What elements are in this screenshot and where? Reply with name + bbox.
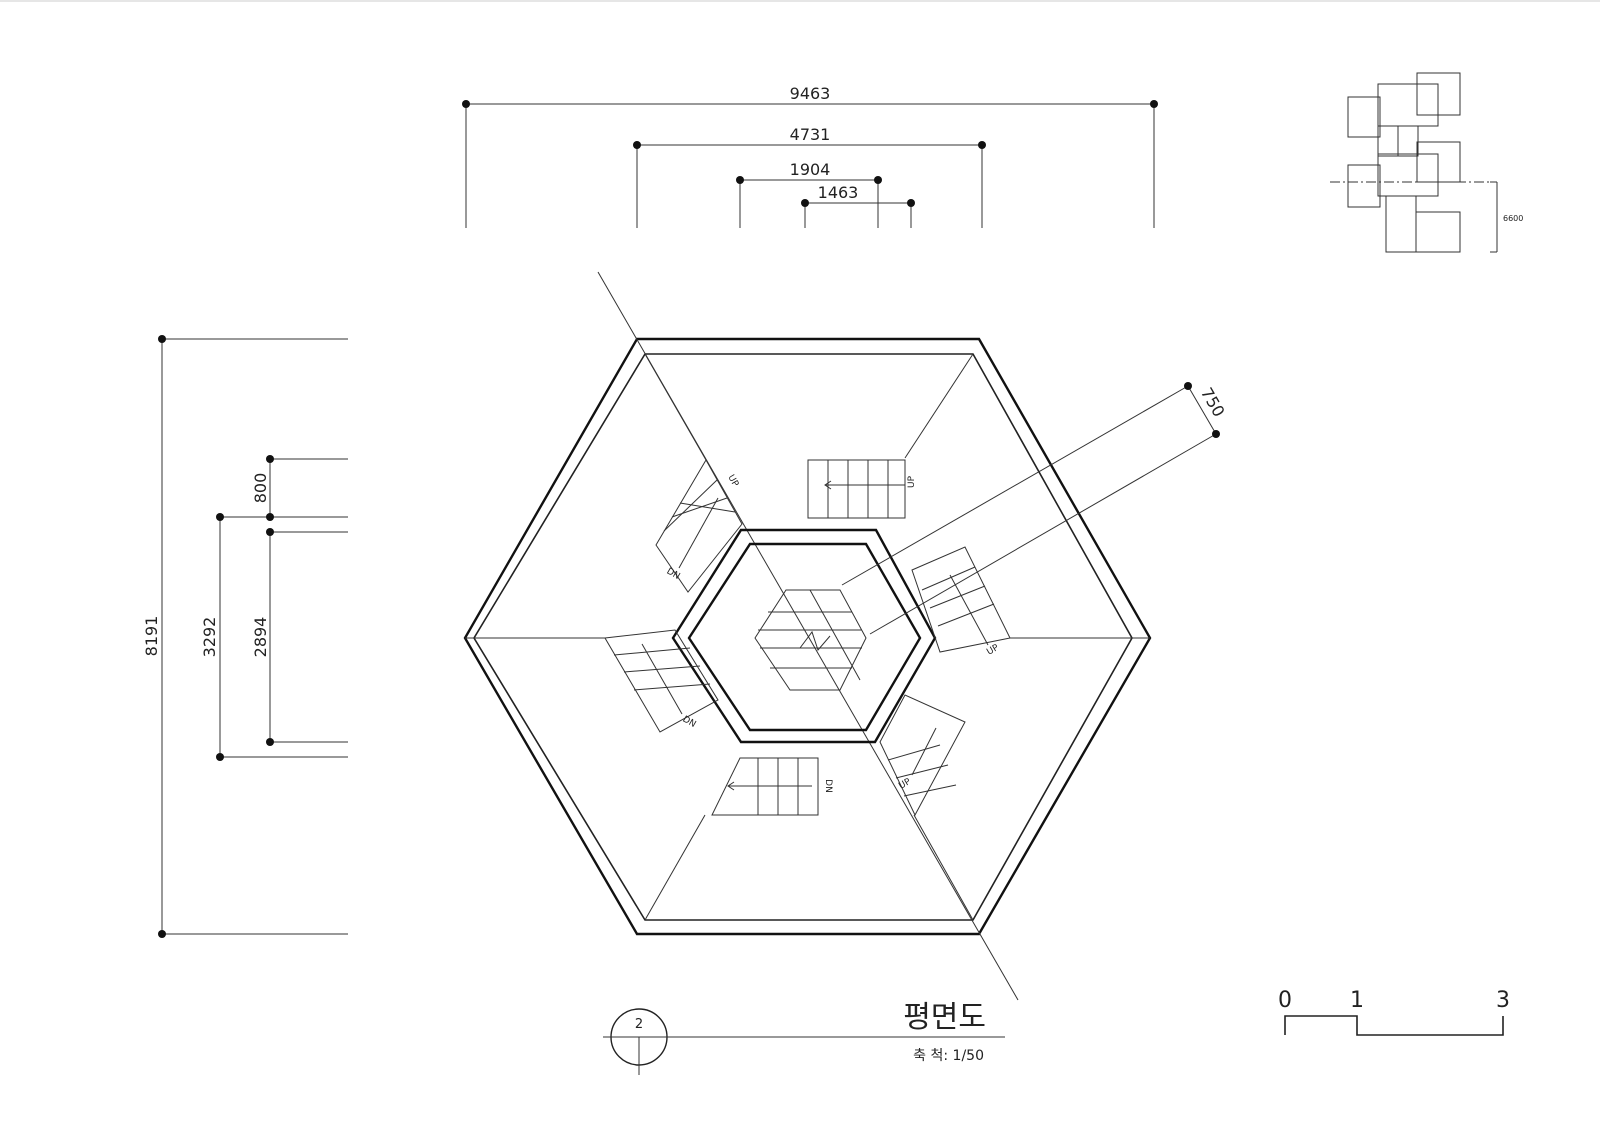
dimension-text: 1463 bbox=[818, 183, 859, 202]
dimension-4731: 4731 bbox=[633, 125, 986, 228]
stair-right: UP bbox=[911, 546, 1011, 658]
outer-hexagon-wall bbox=[463, 337, 1152, 936]
key-plan-dimension: 6600 bbox=[1503, 214, 1523, 223]
key-plan: 6600 bbox=[1330, 72, 1523, 253]
stair-arrow-line bbox=[911, 727, 937, 776]
stair-upper-left: UP DN bbox=[655, 458, 743, 593]
drawing-scale: 축 척: 1/50 bbox=[913, 1048, 984, 1064]
title-block: 2 평면도 축 척: 1/50 bbox=[603, 1000, 1005, 1075]
hexagon-plan: UP UP DN UP DN bbox=[463, 271, 1229, 1001]
stair-left: DN bbox=[604, 629, 719, 733]
dimension-text: 800 bbox=[251, 473, 270, 504]
drawing-number: 2 bbox=[635, 1017, 643, 1032]
central-stair-outline bbox=[754, 589, 867, 691]
dimension-8191: 8191 bbox=[142, 335, 348, 938]
stair-bottom: DN bbox=[711, 757, 833, 816]
scale-tick-1: 1 bbox=[1350, 988, 1364, 1013]
stair-arrow-line bbox=[641, 643, 683, 715]
dimension-text: 9463 bbox=[790, 84, 831, 103]
stair-top: UP bbox=[807, 459, 917, 519]
top-dimensions: 9463 4731 1904 1463 bbox=[462, 84, 1158, 228]
dimension-text: 4731 bbox=[790, 125, 831, 144]
scale-tick-0: 0 bbox=[1278, 988, 1292, 1013]
dimension-800: 800 bbox=[251, 455, 348, 521]
stair-label-dn: DN bbox=[823, 779, 833, 793]
scale-tick-3: 3 bbox=[1496, 988, 1510, 1013]
stair-label-up: UP bbox=[725, 473, 740, 489]
stair-break-symbol bbox=[799, 630, 831, 651]
stair-label-up: UP bbox=[907, 475, 917, 488]
stair-arrow-line bbox=[949, 574, 989, 646]
scale-bar-shape bbox=[1284, 1015, 1504, 1036]
drawing-title: 평면도 bbox=[903, 1000, 986, 1035]
dimension-1904: 1904 bbox=[736, 160, 882, 228]
dimension-text: 2894 bbox=[251, 617, 270, 658]
dimension-text: 3292 bbox=[200, 617, 219, 658]
stair-label-dn: DN bbox=[681, 715, 698, 730]
stair-label-up: UP bbox=[897, 777, 913, 792]
stair-label-dn: DN bbox=[665, 567, 682, 582]
dimension-text: 8191 bbox=[142, 616, 161, 657]
dimension-750: 750 bbox=[841, 382, 1229, 635]
dimension-text: 750 bbox=[1197, 384, 1229, 420]
dimension-3292: 3292 bbox=[200, 513, 348, 761]
scale-bar: 0 1 3 bbox=[1278, 988, 1510, 1036]
dimension-9463: 9463 bbox=[462, 84, 1158, 228]
stair-arrow-line bbox=[678, 497, 719, 569]
left-dimensions: 8191 3292 2894 800 bbox=[142, 335, 348, 938]
outer-wall-inner-face bbox=[473, 353, 1133, 921]
dimension-1463: 1463 bbox=[801, 183, 915, 228]
dimension-text: 1904 bbox=[790, 160, 831, 179]
central-stair bbox=[754, 589, 867, 691]
radial-lines bbox=[465, 271, 1150, 1001]
dimension-2894: 2894 bbox=[251, 528, 348, 746]
core-wall-inner bbox=[687, 542, 922, 732]
